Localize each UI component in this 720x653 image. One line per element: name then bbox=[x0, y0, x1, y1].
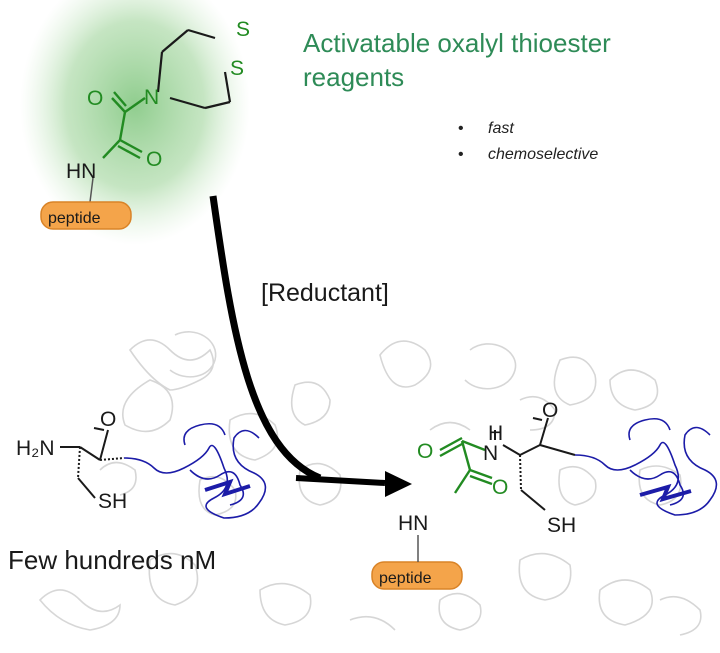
bullet-fast-text: fast bbox=[488, 120, 514, 137]
bullet-fast: • fast bbox=[458, 120, 514, 138]
reagent-oxalyl-core bbox=[102, 91, 146, 160]
atom-o-lower: O bbox=[146, 148, 162, 171]
reaction-arrow-tail bbox=[295, 475, 386, 486]
atom-o-product-top: O bbox=[542, 399, 558, 422]
protein-chain-left bbox=[123, 422, 267, 519]
peptide-tag-top bbox=[40, 201, 132, 230]
product-backbone bbox=[494, 417, 576, 511]
reductant-label: [Reductant] bbox=[261, 279, 389, 307]
bullet-chemoselective: • chemoselective bbox=[458, 146, 598, 164]
atom-n-product: N bbox=[483, 442, 498, 465]
atom-o-product-right: O bbox=[492, 476, 508, 499]
protein-chain-right bbox=[574, 417, 718, 516]
atom-o-cys: O bbox=[100, 408, 116, 431]
cysteine-structure bbox=[60, 427, 125, 499]
reagent-linker bbox=[89, 177, 94, 203]
protein-background bbox=[38, 331, 702, 636]
reaction-arrow-shaft bbox=[209, 195, 322, 482]
bullet-dot-icon: • bbox=[458, 146, 464, 163]
bullet-chemoselective-text: chemoselective bbox=[488, 146, 599, 163]
title-line-2: reagents bbox=[303, 62, 405, 92]
atom-o-upper: O bbox=[87, 87, 103, 110]
reaction-arrow-head bbox=[385, 471, 412, 497]
reagent-highlight-glow bbox=[20, 0, 250, 245]
reagent-structure bbox=[156, 28, 232, 110]
atom-h2n-cys: H₂N bbox=[16, 437, 54, 460]
atom-s-lower: S bbox=[230, 57, 244, 80]
atom-n-ring: N bbox=[144, 86, 159, 109]
peptide-label-bottom: peptide bbox=[379, 570, 432, 587]
atom-sh-product: SH bbox=[547, 514, 576, 537]
peptide-tag-bottom bbox=[371, 561, 463, 590]
atom-sh-cys: SH bbox=[98, 490, 127, 513]
atom-hn-product: HN bbox=[398, 512, 428, 535]
atom-s-upper: S bbox=[236, 18, 250, 41]
bullet-dot-icon: • bbox=[458, 120, 464, 137]
atom-hn-reagent: HN bbox=[66, 160, 96, 183]
atom-h-product: H bbox=[488, 422, 503, 445]
concentration-label: Few hundreds nM bbox=[8, 545, 217, 575]
title-line-1: Activatable oxalyl thioester bbox=[303, 28, 611, 58]
product-oxalyl-core bbox=[439, 436, 493, 494]
peptide-label-top: peptide bbox=[48, 210, 101, 227]
atom-o-product-left: O bbox=[417, 440, 433, 463]
